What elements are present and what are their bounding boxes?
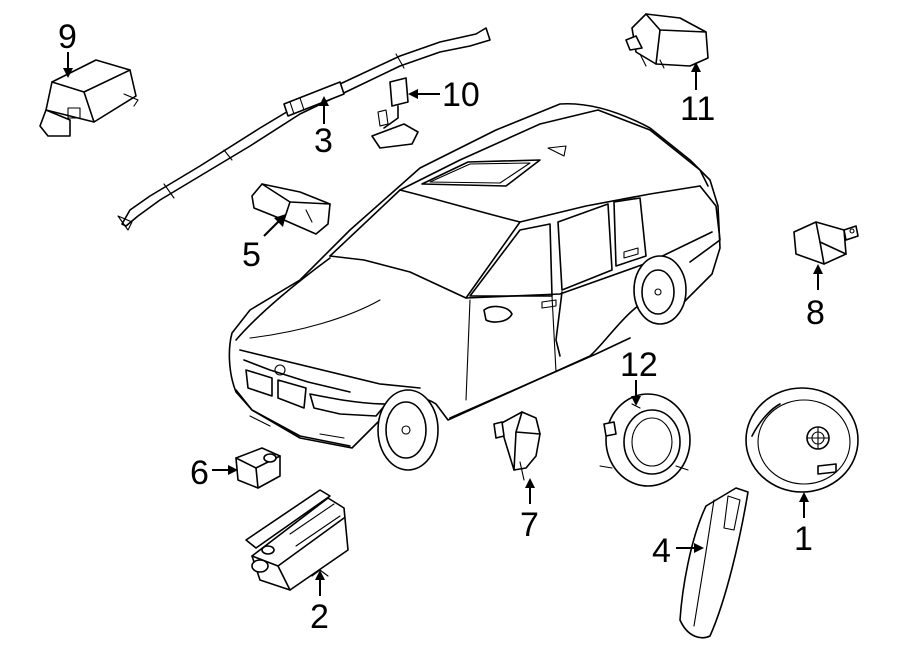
part-3-curtain-airbag [117, 27, 491, 231]
callout-8: 8 [806, 294, 825, 332]
part-4-side-airbag [679, 487, 749, 639]
part-7-sensor-bracket [493, 411, 541, 481]
part-10-sensor [371, 77, 419, 149]
callout-5: 5 [242, 236, 261, 274]
callout-9: 9 [58, 18, 77, 56]
callout-7: 7 [520, 506, 539, 544]
part-2-passenger-airbag [245, 489, 349, 591]
callout-10: 10 [442, 76, 480, 114]
callout-11: 11 [680, 90, 715, 128]
callout-1: 1 [794, 520, 813, 558]
sedan-car-illustration [228, 102, 721, 471]
callout-12: 12 [620, 346, 658, 384]
callout-4: 4 [652, 532, 671, 570]
callout-2: 2 [310, 598, 329, 636]
part-11-bracket [625, 13, 709, 69]
callout-3: 3 [314, 122, 333, 160]
callout-labels: 9 3 10 11 5 8 12 6 7 1 4 2 [58, 18, 825, 636]
part-12-clock-spring [599, 393, 691, 487]
part-6-sensor [235, 447, 281, 489]
part-1-driver-airbag [745, 387, 859, 493]
callout-arrows [63, 52, 823, 596]
part-5-module [251, 183, 331, 235]
part-9-control-module [39, 59, 139, 137]
callout-6: 6 [190, 454, 209, 492]
part-8-sensor [793, 221, 859, 265]
